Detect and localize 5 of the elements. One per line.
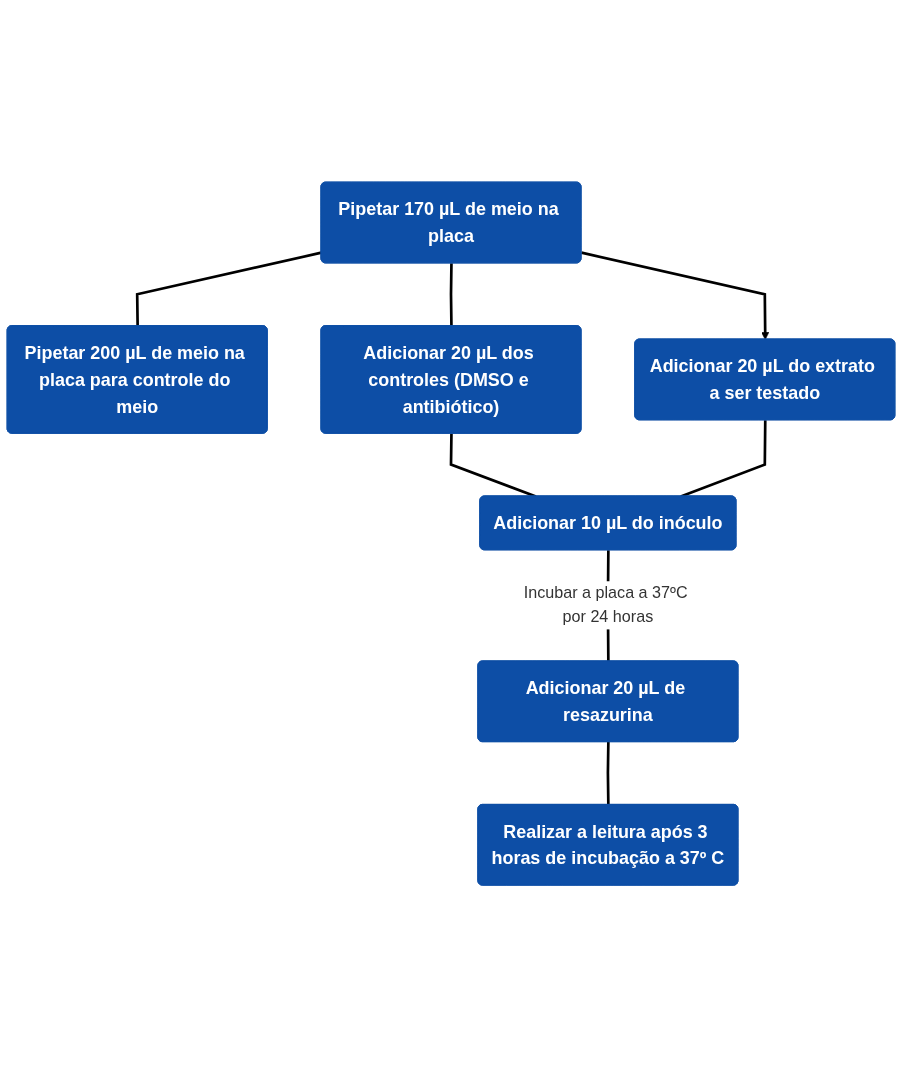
connector [449,263,453,327]
edge-label: Incubar a placa a 37ºC por 24 horas [523,584,688,627]
connector [135,251,322,327]
connector [606,742,610,806]
arrow [581,251,770,341]
